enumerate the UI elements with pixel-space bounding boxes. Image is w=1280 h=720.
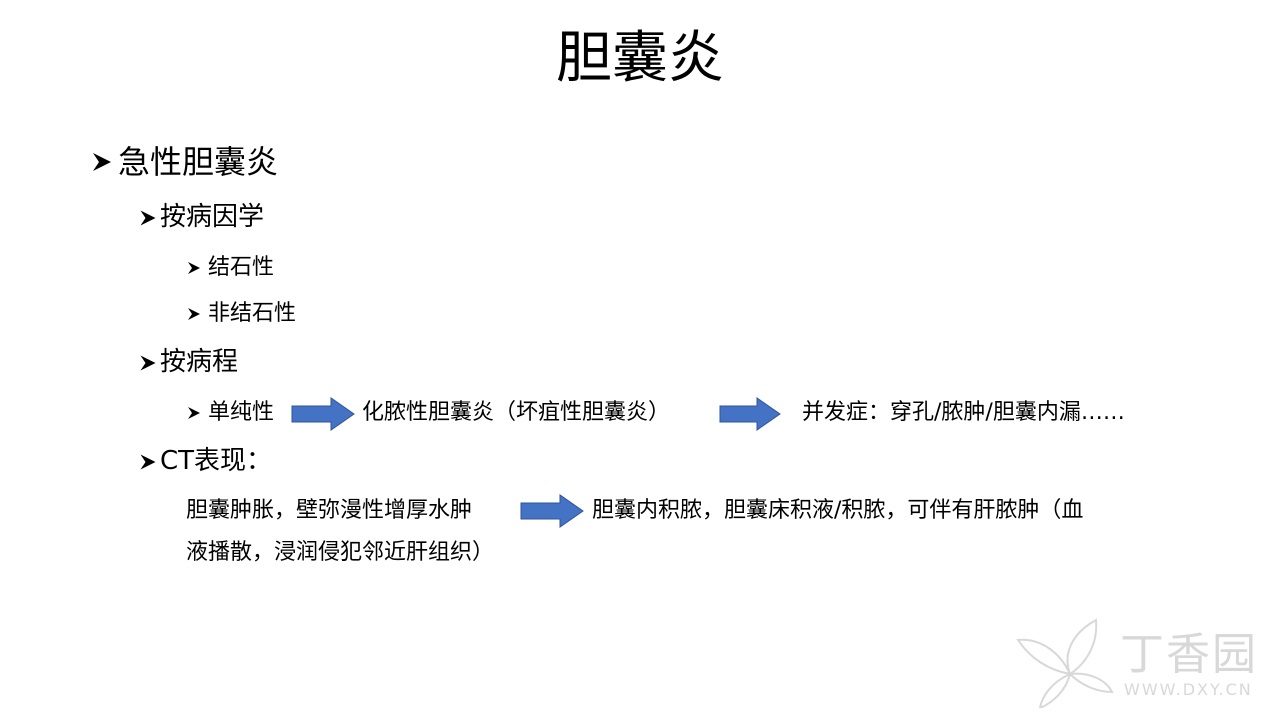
block-arrow-right-icon <box>291 397 355 431</box>
arrow-bullet-icon <box>90 150 114 174</box>
block-arrow-right-icon <box>520 494 584 528</box>
arrow-bullet-icon <box>138 353 158 373</box>
bullet-acute-cholecystitis: 急性胆囊炎 <box>90 143 278 181</box>
bullet-simple: 单纯性 <box>186 400 274 426</box>
bullet-by-etiology: 按病因学 <box>138 202 264 233</box>
ct-findings-label: CT表现： <box>160 446 273 476</box>
arrow-bullet-icon <box>186 306 202 322</box>
by-course-label: 按病程 <box>160 347 239 377</box>
bullet-ct-findings: CT表现： <box>138 446 272 477</box>
bullet-calculous: 结石性 <box>186 255 274 281</box>
arrow-bullet-icon <box>138 208 158 228</box>
flower-logo-icon <box>1016 618 1114 708</box>
suppurative-label: 化脓性胆囊炎（坏疽性胆囊炎） <box>362 400 671 425</box>
simple-label: 单纯性 <box>208 400 275 425</box>
bullet-acalculous: 非结石性 <box>186 301 296 327</box>
slide-title: 胆囊炎 <box>556 26 724 91</box>
block-arrow-right-icon <box>719 397 781 431</box>
complications-label: 并发症：穿孔/脓肿/胆囊内漏…… <box>802 400 1125 425</box>
arrow-bullet-icon <box>186 260 202 276</box>
arrow-bullet-icon <box>186 405 202 421</box>
ct-line1-part2: 胆囊内积脓，胆囊床积液/积脓，可伴有肝脓肿（血 <box>592 498 1084 523</box>
by-etiology-label: 按病因学 <box>160 202 265 232</box>
watermark-url: WWW.DXY.CN <box>1124 680 1253 699</box>
acalculous-label: 非结石性 <box>208 301 297 326</box>
ct-line2: 液播散，浸润侵犯邻近肝组织） <box>186 540 495 565</box>
arrow-bullet-icon <box>138 452 158 472</box>
acute-cholecystitis-label: 急性胆囊炎 <box>118 143 279 181</box>
bullet-by-course: 按病程 <box>138 347 238 378</box>
calculous-label: 结石性 <box>208 255 275 280</box>
ct-line1-part1: 胆囊肿胀，壁弥漫性增厚水肿 <box>186 498 473 523</box>
watermark-brand: 丁香园 <box>1120 629 1258 680</box>
dxy-watermark: 丁香园 WWW.DXY.CN <box>1012 612 1262 708</box>
